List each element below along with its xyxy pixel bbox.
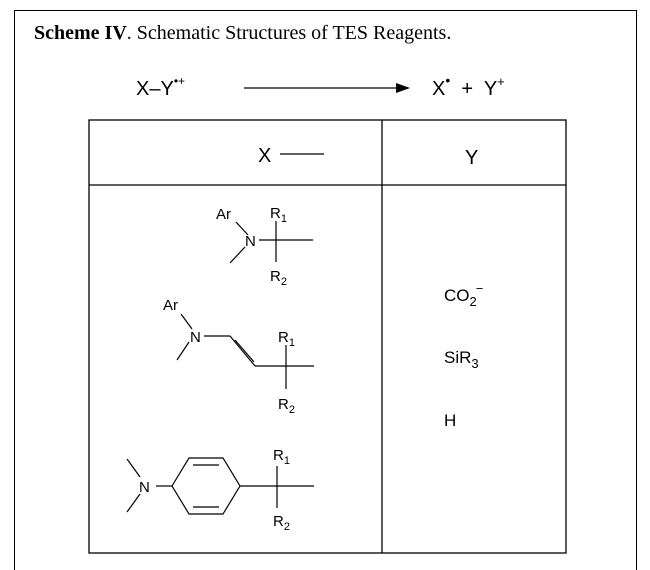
table-grid: [88, 119, 567, 554]
plus-sign: +: [461, 78, 474, 100]
r-symbol: R: [273, 447, 284, 464]
reactant-charge: •+: [173, 74, 186, 88]
scheme-title: . Schematic Structures of TES Reagents.: [126, 22, 452, 44]
y-option-base: SiR: [444, 348, 472, 367]
y-option-base: CO: [444, 286, 470, 305]
reaction-arrow: [244, 83, 410, 93]
r1-label: R1: [278, 329, 295, 349]
scheme-caption: Scheme IV. Schematic Structures of TES R…: [34, 22, 451, 45]
y-option-sub: 3: [471, 356, 479, 371]
r2-label: R2: [270, 268, 287, 288]
r-index: 2: [284, 521, 290, 533]
scheme-label: Scheme IV: [34, 22, 127, 44]
reactant: X–Y•+: [136, 74, 185, 101]
product-x: X: [432, 78, 446, 100]
r-index: 1: [281, 213, 287, 225]
aryl-label: Ar: [216, 206, 231, 223]
reactant-formula: X–Y: [136, 78, 174, 100]
structure-aminoalkyl: Ar N R1 R2: [216, 205, 313, 288]
r1-label: R1: [270, 205, 287, 225]
aryl-label: Ar: [163, 297, 178, 314]
r-symbol: R: [270, 205, 281, 222]
products: X• + Y+: [432, 72, 505, 101]
r-index: 2: [281, 276, 287, 288]
y-option-silyl: SiR3: [444, 348, 479, 371]
r2-label: R2: [273, 513, 290, 533]
structure-enamine: Ar N R1 R2: [163, 297, 314, 416]
r-symbol: R: [273, 513, 284, 530]
radical-dot: •: [445, 72, 451, 88]
y-option-carboxylate: CO2−: [444, 281, 484, 309]
r-symbol: R: [278, 396, 289, 413]
product-y: Y: [483, 78, 498, 100]
nitrogen-label: N: [139, 479, 150, 496]
r-index: 2: [289, 404, 295, 416]
r1-label: R1: [273, 447, 290, 467]
structure-aniline: N R1 R2: [126, 447, 314, 533]
scheme-frame: [14, 10, 637, 570]
y-option-sub: 2: [469, 294, 477, 309]
header-x: X: [258, 145, 272, 167]
r2-label: R2: [278, 396, 295, 416]
r-symbol: R: [278, 329, 289, 346]
r-index: 1: [284, 455, 290, 467]
product-y-charge: +: [497, 74, 505, 89]
r-index: 1: [289, 337, 295, 349]
header-y: Y: [465, 147, 479, 169]
y-option-hydrogen: H: [444, 411, 457, 430]
y-option-sup: −: [475, 281, 484, 296]
nitrogen-label: N: [190, 329, 201, 346]
nitrogen-label: N: [245, 233, 256, 250]
r-symbol: R: [270, 268, 281, 285]
